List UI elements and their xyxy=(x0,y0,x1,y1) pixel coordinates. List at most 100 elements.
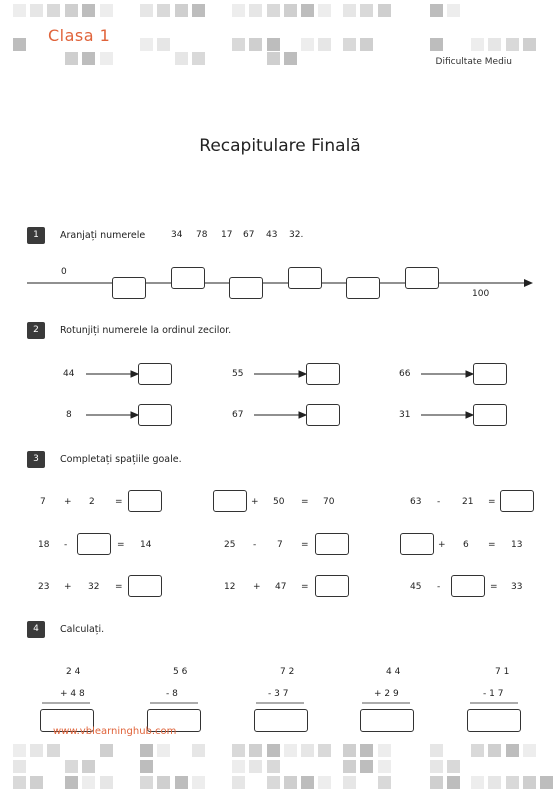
answer-box[interactable] xyxy=(171,267,205,289)
operand: 63 xyxy=(410,497,422,507)
answer-box[interactable] xyxy=(315,575,349,597)
answer-box[interactable] xyxy=(500,490,534,512)
page-title: Recapitulare Finală xyxy=(199,136,361,156)
exercise-number: 2 xyxy=(27,322,45,339)
decoration-square xyxy=(47,4,60,17)
answer-box[interactable] xyxy=(128,575,162,597)
answer-box[interactable] xyxy=(254,709,308,732)
decoration-square xyxy=(13,38,26,51)
answer-box[interactable] xyxy=(138,404,172,426)
answer-box[interactable] xyxy=(473,404,507,426)
difficulty-label: Dificultate Mediu xyxy=(435,57,512,67)
decoration-square xyxy=(249,4,262,17)
answer-box[interactable] xyxy=(360,709,414,732)
answer-box[interactable] xyxy=(451,575,485,597)
decoration-square xyxy=(430,38,443,51)
decoration-square xyxy=(267,4,280,17)
decoration-square xyxy=(192,776,205,789)
decoration-square xyxy=(430,760,443,773)
decoration-square xyxy=(30,4,43,17)
operator: + xyxy=(64,582,72,592)
decoration-square xyxy=(378,760,391,773)
decoration-square xyxy=(100,744,113,757)
equals-sign: = xyxy=(490,582,498,592)
decoration-square xyxy=(175,4,188,17)
rounding-arrows xyxy=(86,370,475,419)
decoration-square xyxy=(447,760,460,773)
decoration-square xyxy=(471,776,484,789)
arrow-head xyxy=(130,370,140,378)
decoration-square xyxy=(540,776,553,789)
decoration-square xyxy=(192,744,205,757)
number-item: 34 xyxy=(171,230,183,240)
decoration-square xyxy=(318,776,331,789)
answer-box[interactable] xyxy=(138,363,172,385)
answer-box[interactable] xyxy=(400,533,434,555)
answer-box[interactable] xyxy=(306,404,340,426)
arrow-head xyxy=(298,370,308,378)
answer-box[interactable] xyxy=(128,490,162,512)
answer-box[interactable] xyxy=(288,267,322,289)
answer-box[interactable] xyxy=(213,490,247,512)
decoration-square xyxy=(301,744,314,757)
number-line-arrow xyxy=(524,279,533,287)
operator: - xyxy=(64,540,68,550)
decoration-square xyxy=(140,744,153,757)
decoration-square xyxy=(65,776,78,789)
decoration-square xyxy=(523,744,536,757)
decoration-square xyxy=(378,744,391,757)
decoration-square xyxy=(343,38,356,51)
exercise-instruction: Rotunjiți numerele la ordinul zecilor. xyxy=(60,325,232,336)
answer-box[interactable] xyxy=(467,709,521,732)
decoration-square xyxy=(157,744,170,757)
decoration-square xyxy=(284,4,297,17)
decoration-square xyxy=(13,744,26,757)
line-start-label: 0 xyxy=(61,267,67,277)
rounding-number: 55 xyxy=(232,369,244,379)
decoration-square xyxy=(13,760,26,773)
answer-box[interactable] xyxy=(306,363,340,385)
number-item: 17 xyxy=(221,230,233,240)
decoration-square xyxy=(82,4,95,17)
answer-box[interactable] xyxy=(315,533,349,555)
answer-box[interactable] xyxy=(405,267,439,289)
addend-bottom: + 2 9 xyxy=(374,689,399,699)
operand: 32 xyxy=(88,582,100,592)
decoration-square xyxy=(267,744,280,757)
decoration-square xyxy=(284,776,297,789)
exercise-number: 1 xyxy=(27,227,45,244)
equals-sign: = xyxy=(301,497,309,507)
decoration-square xyxy=(430,744,443,757)
decoration-square xyxy=(488,38,501,51)
decoration-square xyxy=(506,744,519,757)
decoration-square xyxy=(82,52,95,65)
result: 70 xyxy=(323,497,335,507)
answer-box[interactable] xyxy=(229,277,263,299)
answer-box[interactable] xyxy=(77,533,111,555)
exercise-number: 4 xyxy=(27,621,45,638)
decoration-square xyxy=(140,38,153,51)
addend-bottom: - 8 xyxy=(166,689,178,699)
answer-box[interactable] xyxy=(147,709,201,732)
answer-box[interactable] xyxy=(40,709,94,732)
decoration-square xyxy=(140,776,153,789)
decoration-square xyxy=(284,744,297,757)
equals-sign: = xyxy=(488,497,496,507)
result: 14 xyxy=(140,540,152,550)
decoration-square xyxy=(301,4,314,17)
decoration-square xyxy=(47,744,60,757)
decoration-square xyxy=(13,776,26,789)
decoration-square xyxy=(82,776,95,789)
answer-box[interactable] xyxy=(346,277,380,299)
answer-box[interactable] xyxy=(112,277,146,299)
decoration-square xyxy=(140,760,153,773)
answer-box[interactable] xyxy=(473,363,507,385)
decoration-square xyxy=(232,776,245,789)
decoration-square xyxy=(471,38,484,51)
exercise-instruction: Calculați. xyxy=(60,624,105,635)
decoration-square xyxy=(506,38,519,51)
operand: 45 xyxy=(410,582,422,592)
operand: 18 xyxy=(38,540,50,550)
footer-website: www.vblearninghub.com xyxy=(53,726,177,737)
decoration-square xyxy=(343,760,356,773)
